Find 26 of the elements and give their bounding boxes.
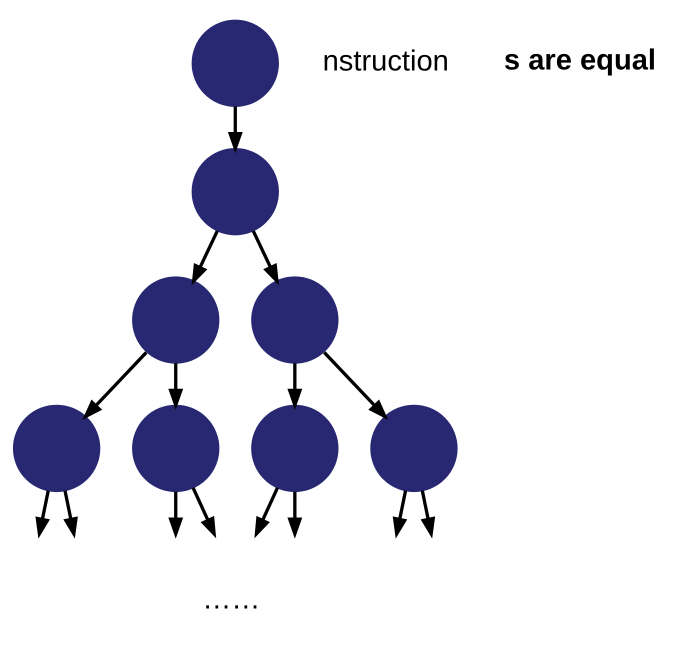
node-circle bbox=[370, 404, 458, 492]
arrow bbox=[228, 106, 243, 154]
label: …… bbox=[202, 583, 260, 616]
node-circle bbox=[192, 20, 279, 107]
node-circle bbox=[12, 404, 100, 492]
arrow bbox=[82, 351, 148, 420]
arrow bbox=[392, 490, 408, 539]
arrow bbox=[192, 230, 219, 286]
arrow bbox=[287, 363, 302, 410]
arrow bbox=[254, 487, 279, 538]
arrow bbox=[168, 492, 184, 539]
arrow bbox=[323, 351, 388, 420]
label: s are equal bbox=[504, 44, 656, 76]
arrow bbox=[192, 487, 216, 538]
node-circle bbox=[132, 404, 220, 492]
arrow bbox=[252, 230, 280, 286]
node-circle bbox=[251, 404, 338, 492]
arrow bbox=[35, 490, 50, 539]
label: nstruction bbox=[322, 46, 449, 78]
arrow bbox=[168, 363, 184, 410]
arrow bbox=[420, 490, 436, 539]
arrow bbox=[287, 492, 302, 539]
node-circle bbox=[251, 276, 338, 364]
node-circle bbox=[132, 276, 220, 364]
arrow bbox=[63, 490, 78, 539]
node-circle bbox=[192, 148, 279, 236]
